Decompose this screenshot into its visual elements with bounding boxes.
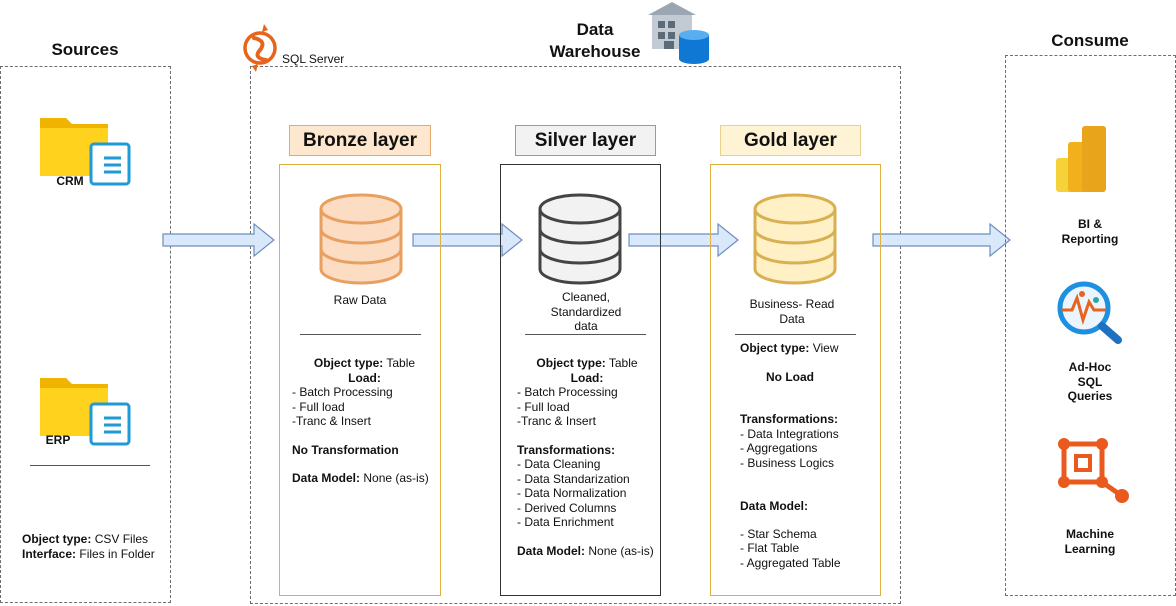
gold-transformations-label: Transformations:	[740, 412, 839, 426]
silver-data-label-line: Cleaned,	[561, 290, 611, 304]
silver-details: Object type: Table Load: - Batch Process…	[517, 356, 657, 558]
power-bi-icon	[1054, 124, 1110, 194]
bronze-object-type-label: Object type:	[313, 356, 384, 370]
gold-object-type: Object type: View	[740, 341, 875, 356]
silver-load-item: - Batch Processing	[517, 385, 618, 399]
silver-divider	[525, 334, 646, 335]
consume-label-line: Reporting	[1061, 231, 1119, 246]
gold-data-label: Business- Read Data	[732, 297, 852, 326]
bronze-load-item: - Batch Processing	[292, 385, 393, 399]
consume-label-line: Queries	[1067, 389, 1113, 403]
analytics-magnifier-icon	[1052, 278, 1126, 346]
silver-data-model: Data Model: None (as-is)	[517, 544, 657, 559]
silver-transformation-item: - Data Normalization	[517, 486, 627, 500]
bronze-details: Object type: Table Load: - Batch Process…	[292, 356, 437, 486]
arrow-silver-to-gold	[628, 222, 740, 258]
sources-object-type: Object type: CSV Files	[22, 532, 172, 547]
consume-label-line: SQL	[1077, 374, 1103, 389]
bronze-transformation: No Transformation	[292, 442, 399, 457]
arrow-gold-to-consume	[872, 222, 1014, 258]
silver-data-label-line: data	[574, 319, 598, 333]
bronze-database-icon	[318, 193, 404, 289]
silver-database-icon	[537, 193, 623, 289]
silver-layer-box	[500, 164, 661, 596]
gold-layer-title: Gold layer	[720, 125, 861, 156]
silver-load-label: Load:	[570, 370, 604, 385]
sql-server-label: SQL Server	[282, 52, 345, 66]
gold-load: No Load	[766, 369, 814, 384]
gold-transformation-item: - Data Integrations	[740, 426, 839, 441]
silver-load-item: -Tranc & Insert	[517, 414, 596, 428]
arrow-bronze-to-silver	[412, 222, 524, 258]
gold-layer-box	[710, 164, 881, 596]
bronze-load-item: - Full load	[292, 399, 345, 414]
silver-object-type-value: Table	[605, 356, 638, 370]
consume-label-line: Machine	[1065, 527, 1114, 541]
gold-data-model-label: Data Model:	[740, 499, 809, 513]
bronze-divider	[300, 334, 421, 335]
bronze-load-item: -Tranc & Insert	[292, 414, 371, 428]
warehouse-title-line1: Data	[576, 20, 614, 39]
consume-title: Consume	[1051, 31, 1129, 50]
silver-load-item: - Full load	[517, 399, 570, 414]
silver-data-label-line: Standardized	[550, 304, 622, 319]
silver-transformations-label: Transformations:	[517, 442, 616, 457]
consume-adhoc-label: Ad-Hoc SQL Queries	[1040, 360, 1140, 404]
sql-server-icon	[240, 22, 282, 78]
gold-divider	[735, 334, 856, 335]
source-item-crm-label: CRM	[56, 174, 84, 188]
bronze-data-label: Raw Data	[333, 293, 387, 307]
consume-label-line: BI &	[1078, 217, 1102, 231]
bronze-layer-box	[279, 164, 441, 596]
sources-interface-value: Files in Folder	[76, 547, 155, 561]
folder-document-icon	[38, 374, 134, 446]
sources-divider	[30, 465, 150, 466]
silver-transformation-item: - Data Enrichment	[517, 515, 614, 529]
silver-data-model-label: Data Model:	[517, 543, 586, 558]
bronze-object-type-value: Table	[383, 356, 416, 370]
gold-data-model-item: - Star Schema	[740, 526, 817, 541]
gold-object-type-label: Object type:	[740, 341, 810, 355]
warehouse-icon	[646, 1, 712, 67]
source-item-erp-label: ERP	[45, 433, 71, 447]
silver-layer-title: Silver layer	[515, 125, 656, 156]
machine-learning-icon	[1054, 434, 1130, 508]
gold-data-label-line: Business- Read	[749, 297, 835, 311]
warehouse-container	[250, 66, 901, 604]
consume-label-line: Ad-Hoc	[1068, 360, 1112, 374]
sources-object-type-label: Object type:	[22, 532, 92, 546]
sources-interface: Interface: Files in Folder	[22, 547, 172, 562]
gold-transformation-item: - Aggregations	[740, 441, 818, 455]
sources-title: Sources	[51, 40, 119, 59]
bronze-load-label: Load:	[348, 370, 381, 385]
silver-object-type: Object type: Table	[517, 356, 657, 371]
gold-object-type-value: View	[809, 341, 839, 355]
bronze-data-model-label: Data Model:	[292, 471, 361, 485]
gold-details: Object type: View No Load Transformation…	[740, 341, 875, 570]
arrow-sources-to-bronze	[162, 222, 276, 258]
silver-transformation-item: - Data Cleaning	[517, 457, 601, 471]
warehouse-title-line2: Warehouse	[549, 42, 641, 61]
silver-transformation-item: - Data Standarization	[517, 471, 630, 486]
sources-container	[0, 66, 171, 603]
silver-transformation-item: - Derived Columns	[517, 500, 617, 515]
folder-document-icon	[38, 114, 134, 186]
bronze-data-model: Data Model: None (as-is)	[292, 471, 437, 486]
consume-bi-label: BI & Reporting	[1040, 217, 1140, 246]
gold-data-model-item: - Flat Table	[740, 541, 800, 555]
gold-transformation-item: - Business Logics	[740, 455, 835, 470]
silver-data-label: Cleaned, Standardized data	[526, 290, 646, 334]
bronze-layer-title: Bronze layer	[289, 125, 431, 156]
consume-ml-label: Machine Learning	[1040, 527, 1140, 556]
gold-data-model-item: - Aggregated Table	[740, 555, 841, 570]
sources-object-type-value: CSV Files	[91, 532, 149, 546]
silver-object-type-label: Object type:	[536, 356, 606, 370]
gold-database-icon	[752, 193, 838, 289]
bronze-object-type: Object type: Table	[292, 356, 437, 371]
gold-data-label-line: Data	[779, 311, 805, 326]
consume-label-line: Learning	[1064, 541, 1116, 556]
silver-data-model-value: None (as-is)	[585, 543, 654, 558]
bronze-data-model-value: None (as-is)	[360, 471, 429, 485]
sources-interface-label: Interface:	[22, 547, 77, 561]
